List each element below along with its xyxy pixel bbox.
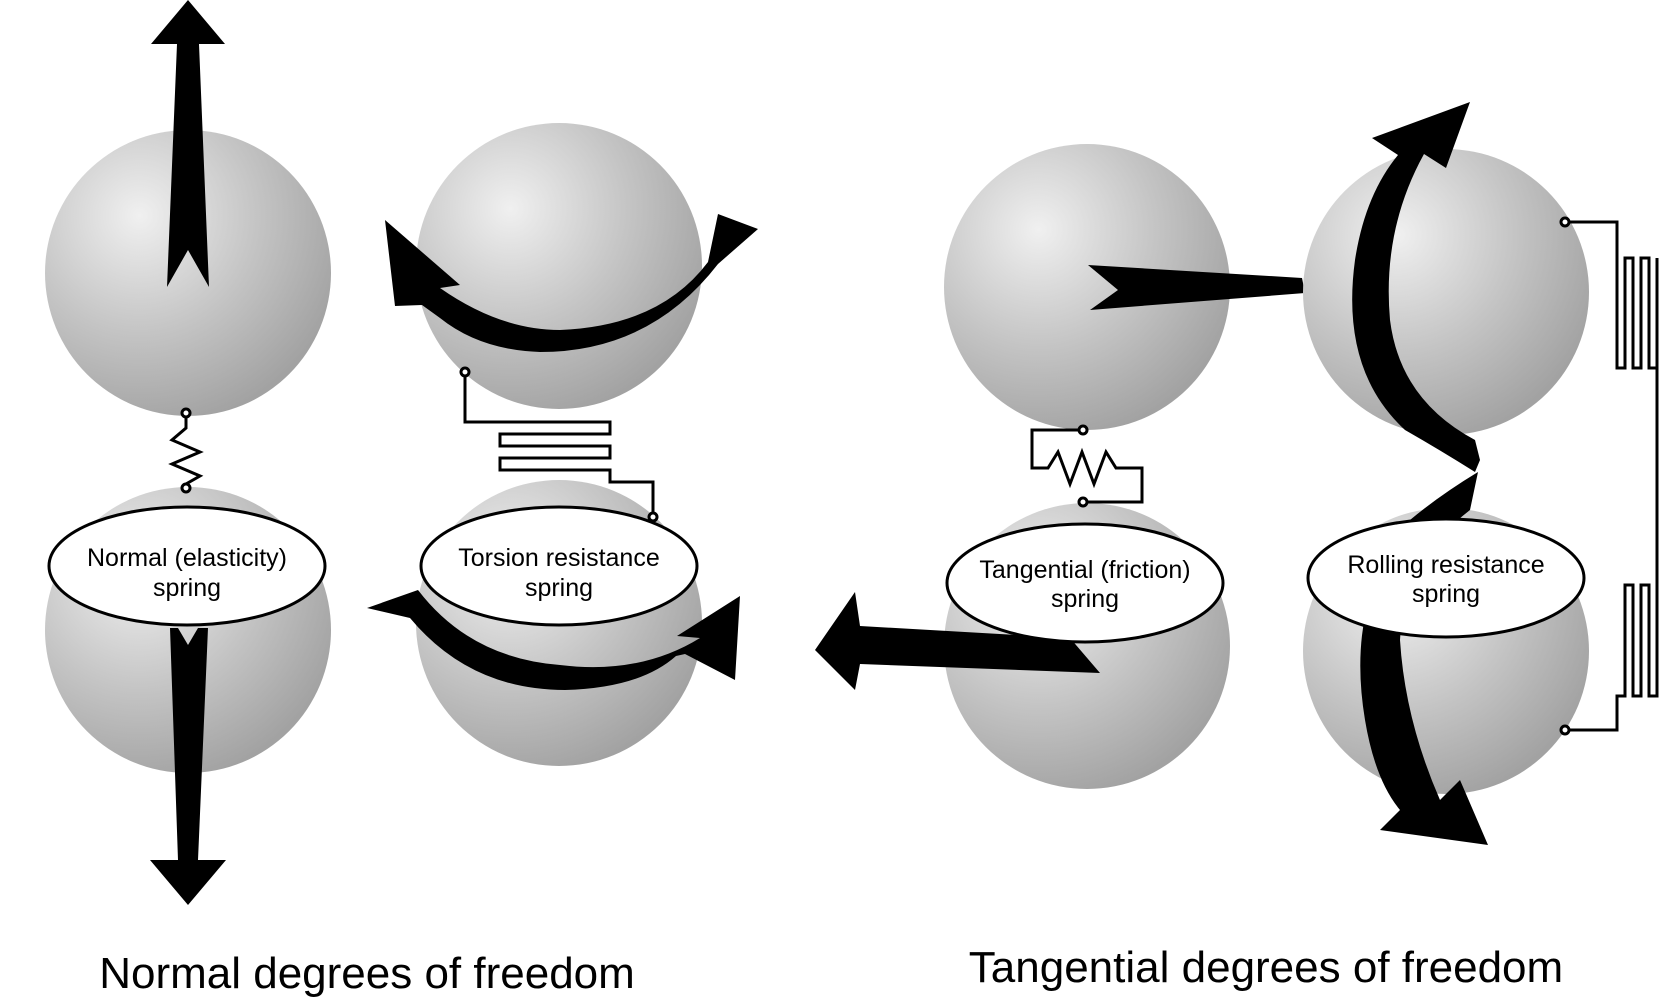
rolling-pair [1303,102,1659,845]
label-rolling-line1: Rolling resistance [1347,551,1544,579]
label-rolling: Rolling resistance spring [1306,517,1586,639]
normal-spring-icon [168,407,204,494]
normal-pair [45,0,331,905]
label-normal-line1: Normal (elasticity) [87,544,287,572]
tangential-pair [815,144,1305,789]
arrow-down-icon [150,628,226,905]
label-torsion-line2: spring [525,574,593,602]
sphere-rolling-top [1303,149,1589,435]
label-torsion-line1: Torsion resistance [458,544,659,572]
arrow-up-icon [151,0,225,287]
label-normal: Normal (elasticity) spring [47,505,327,627]
torsion-arrow-top-icon [385,214,758,352]
label-torsion: Torsion resistance spring [419,505,699,627]
label-tangential-line1: Tangential (friction) [979,556,1190,584]
label-tangential: Tangential (friction) spring [945,522,1225,644]
rolling-arrow-up-icon [1352,102,1480,472]
sphere-tangential-top [944,144,1230,430]
label-rolling-line2: spring [1412,580,1480,608]
label-tangential-line2: spring [1051,585,1119,613]
tangential-arrow-left-icon [815,592,1100,690]
torsion-spring-icon [459,366,659,523]
label-normal-line2: spring [153,574,221,602]
tangential-arrow-right-icon [1088,265,1305,310]
sphere-torsion-top [416,123,702,409]
caption-normal: Normal degrees of freedom [99,949,635,998]
caption-tangential: Tangential degrees of freedom [969,943,1563,992]
sphere-normal-top [45,130,331,416]
tangential-spring-icon [1030,424,1144,508]
rolling-spring-icon [1559,216,1659,736]
torsion-pair [367,123,758,766]
torsion-arrow-bottom-icon [367,590,740,690]
